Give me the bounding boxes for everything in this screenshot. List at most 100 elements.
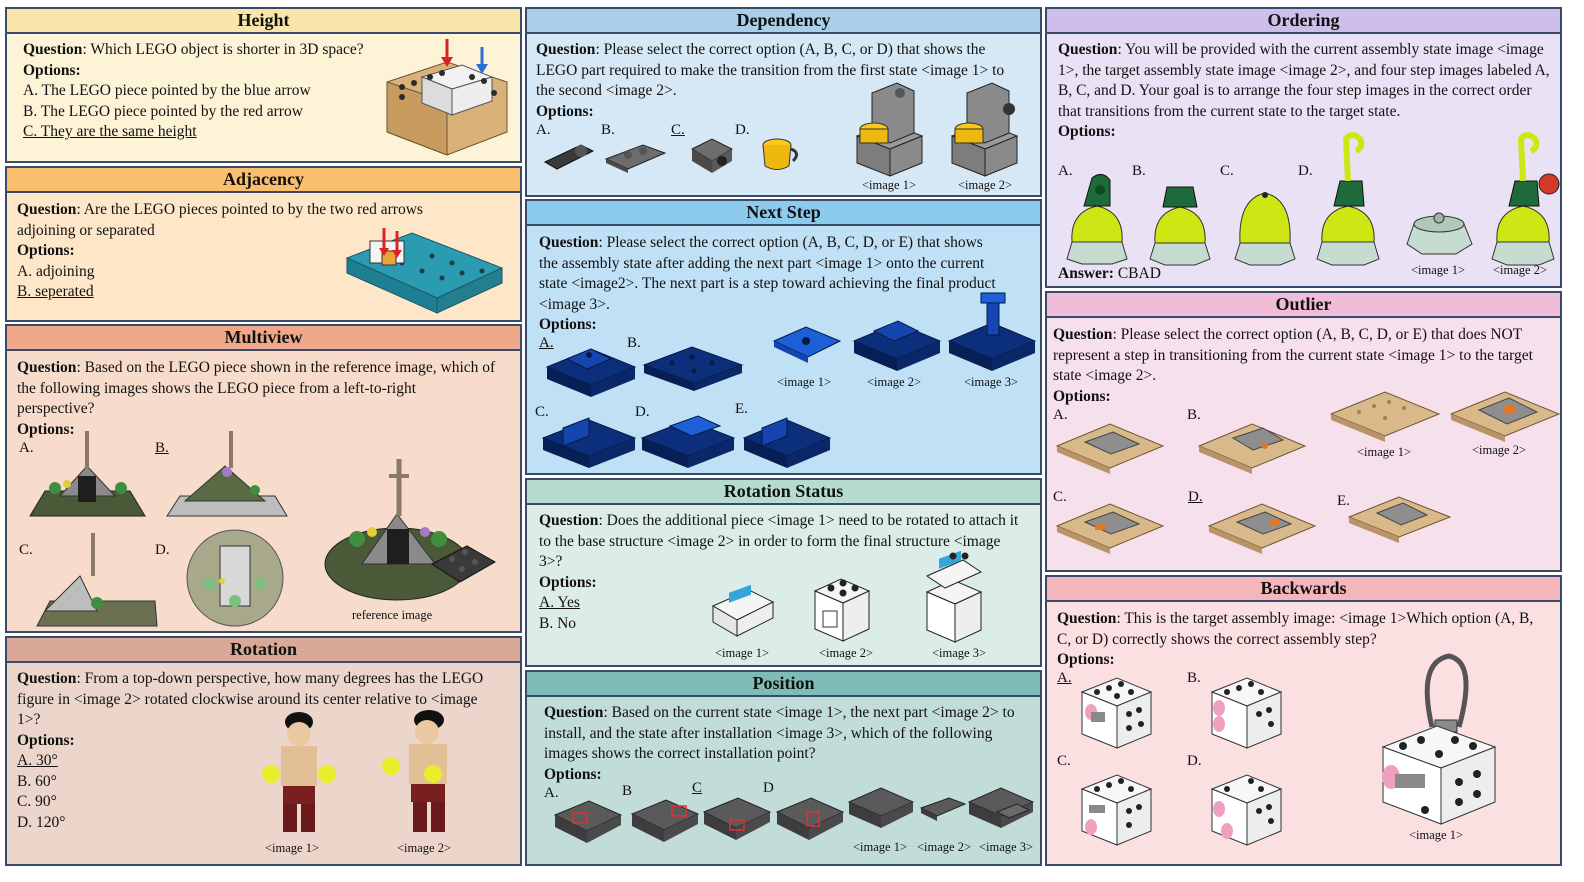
nextstep-image-2 <box>852 320 942 371</box>
dependency-title: Dependency <box>527 9 1040 34</box>
ordering-option-a-image <box>1066 174 1128 265</box>
position-option-c-image <box>702 797 772 840</box>
outlier-option-c-image <box>1055 503 1165 554</box>
dependency-caption-2: <image 2> <box>958 178 1013 192</box>
backwards-option-c-image <box>1080 774 1153 846</box>
backwards-label-b: B. <box>1187 670 1201 686</box>
multiview-label-b: B. <box>155 440 169 456</box>
ordering-title: Ordering <box>1047 9 1560 34</box>
rotation-title: Rotation <box>7 638 520 663</box>
outlier-label-a: A. <box>1053 407 1068 423</box>
dependency-panel: Dependency Question: Please select the c… <box>525 7 1042 197</box>
backwards-option-a-image <box>1080 677 1153 749</box>
multiview-option-d-image <box>186 529 284 627</box>
height-options-label: Options: <box>23 61 81 79</box>
multiview-option-c-image <box>36 533 158 627</box>
multiview-reference-caption: reference image <box>352 608 433 622</box>
multiview-option-b-image <box>166 431 288 517</box>
rotation-image-1 <box>262 712 336 832</box>
height-question: Question: Which LEGO object is shorter i… <box>23 41 364 58</box>
dependency-question: Question: Please select the correct opti… <box>536 41 1005 99</box>
outlier-label-d: D. <box>1188 489 1203 505</box>
backwards-options-label: Options: <box>1057 651 1115 668</box>
height-text: Question: Which LEGO object is shorter i… <box>23 40 383 143</box>
multiview-options-label: Options: <box>17 420 75 438</box>
height-option-a: A. The LEGO piece pointed by the blue ar… <box>23 82 311 99</box>
outlier-label-c: C. <box>1053 489 1067 505</box>
dependency-option-b-image <box>604 144 667 173</box>
position-text: Question: Based on the current state <im… <box>544 703 1034 785</box>
backwards-label-a: A. <box>1057 670 1072 686</box>
position-label-d: D <box>763 780 774 796</box>
height-panel: Height Question: Which LEGO object is sh… <box>5 7 522 163</box>
outlier-label-b: B. <box>1187 407 1201 423</box>
rotstatus-caption-1: <image 1> <box>715 646 770 660</box>
rotstatus-image-2 <box>813 578 871 642</box>
position-caption-1: <image 1> <box>853 840 908 854</box>
position-label-b: B <box>622 783 633 799</box>
adjacency-option-a: A. adjoining <box>17 262 95 280</box>
dependency-option-d-image <box>762 138 798 170</box>
nextstep-caption-1: <image 1> <box>777 375 832 389</box>
rotstatus-image-3 <box>925 550 983 643</box>
rotstatus-caption-3: <image 3> <box>932 646 987 660</box>
nextstep-label-c: C. <box>535 404 549 420</box>
rotation-caption-1: <image 1> <box>265 841 320 855</box>
nextstep-caption-2: <image 2> <box>867 375 922 389</box>
position-image-2 <box>919 797 967 821</box>
dependency-caption-1: <image 1> <box>862 178 917 192</box>
ordering-label-b: B. <box>1132 163 1146 179</box>
nextstep-label-d: D. <box>635 404 650 420</box>
dependency-image-2 <box>950 82 1019 177</box>
rotation-option-c: C. 90° <box>17 793 57 810</box>
adjacency-options-label: Options: <box>17 242 75 259</box>
outlier-option-e-image <box>1347 496 1452 543</box>
outlier-caption-2: <image 2> <box>1472 443 1527 457</box>
multiview-label-a: A. <box>19 440 34 456</box>
nextstep-option-b-image <box>642 346 744 391</box>
position-label-a: A. <box>544 785 559 801</box>
ordering-panel: Ordering Question: You will be provided … <box>1045 7 1562 288</box>
position-title: Position <box>527 672 1040 697</box>
position-caption-3: <image 3> <box>979 840 1034 854</box>
adjacency-title: Adjacency <box>7 168 520 193</box>
rotstatus-image-1 <box>711 584 775 637</box>
rotation-caption-2: <image 2> <box>397 841 452 855</box>
ordering-image-1 <box>1406 212 1473 255</box>
multiview-option-a-image <box>29 431 146 517</box>
rotation-option-d: D. 120° <box>17 813 66 831</box>
position-panel: Position Question: Based on the current … <box>525 670 1042 866</box>
backwards-option-b-image <box>1210 677 1283 749</box>
ordering-label-a: A. <box>1058 163 1073 179</box>
nextstep-label-a: A. <box>539 335 554 351</box>
position-caption-2: <image 2> <box>917 840 972 854</box>
outlier-label-e: E. <box>1337 493 1350 509</box>
nextstep-option-c-image <box>541 417 637 468</box>
nextstep-option-e-image <box>742 417 832 468</box>
nextstep-options-label: Options: <box>539 316 597 333</box>
ordering-label-d: D. <box>1298 163 1313 179</box>
backwards-text: Question: This is the target assembly im… <box>1057 609 1547 671</box>
rotstatus-options-label: Options: <box>539 573 597 591</box>
adjacency-option-b: B. seperated <box>17 283 94 300</box>
nextstep-question: Question: Please select the correct opti… <box>539 234 996 313</box>
multiview-question: Question: Based on the LEGO piece shown … <box>17 359 496 417</box>
outlier-option-d-image <box>1207 503 1317 554</box>
multiview-title: Multiview <box>7 326 520 351</box>
outlier-option-a-image <box>1055 423 1165 474</box>
backwards-panel: Backwards Question: This is the target a… <box>1045 575 1562 866</box>
adjacency-text: Question: Are the LEGO pieces pointed to… <box>17 200 477 303</box>
backwards-label-d: D. <box>1187 753 1202 769</box>
rotation-image-2 <box>382 710 447 832</box>
dependency-text: Question: Please select the correct opti… <box>536 40 1026 122</box>
outlier-title: Outlier <box>1047 293 1560 318</box>
dependency-label-a: A. <box>536 122 551 138</box>
rotation-option-b: B. 60° <box>17 772 57 790</box>
ordering-text: Question: You will be provided with the … <box>1058 40 1553 143</box>
dependency-label-b: B. <box>601 122 615 138</box>
position-options-label: Options: <box>544 765 602 783</box>
ordering-question: Question: You will be provided with the … <box>1058 41 1550 120</box>
ordering-answer: Answer: CBAD <box>1058 265 1161 282</box>
position-question: Question: Based on the current state <im… <box>544 704 1015 762</box>
ordering-option-d-image <box>1316 132 1380 266</box>
